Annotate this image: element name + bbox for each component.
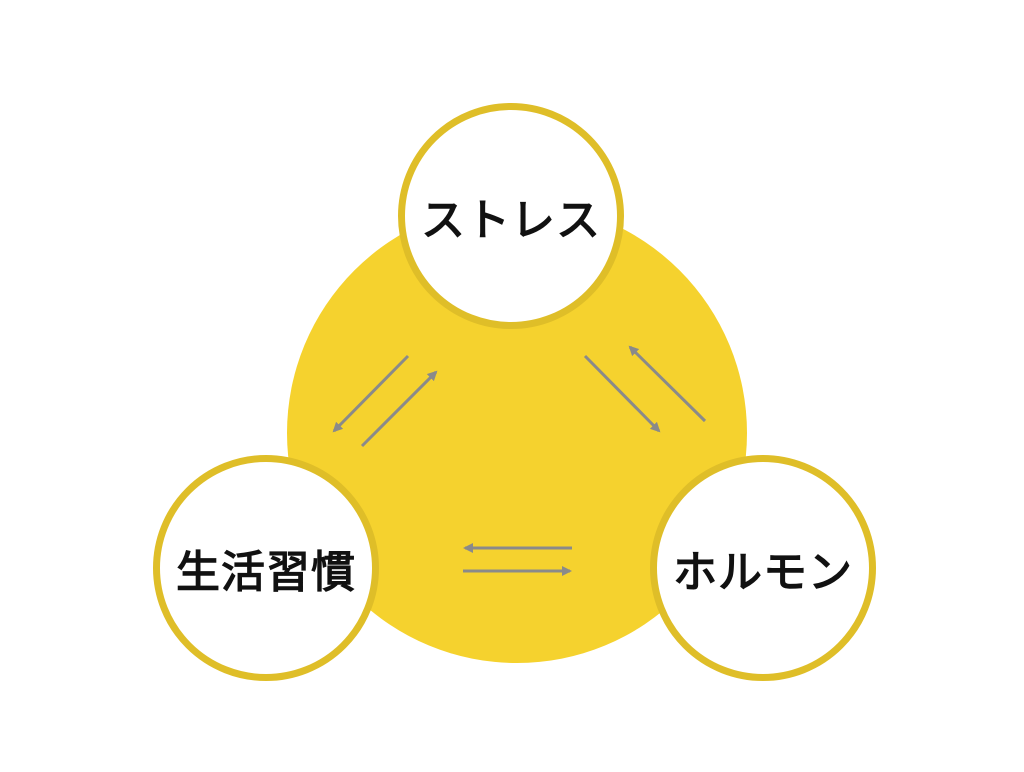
hormone-label: ホルモン <box>673 547 853 598</box>
arrow-stress-to-lifestyle <box>332 354 410 433</box>
lifestyle-label: 生活習慣 <box>176 547 356 598</box>
central-hub-circle <box>287 203 747 663</box>
lifestyle-node: 生活習慣 <box>153 455 379 681</box>
arrow-stress-to-hormone <box>583 354 661 433</box>
arrow-lifestyle-to-stress <box>360 370 438 448</box>
arrow-hormone-to-stress <box>628 345 707 423</box>
hormone-node: ホルモン <box>650 455 876 681</box>
stress-label: ストレス <box>421 195 601 246</box>
stress-node: ストレス <box>398 103 624 329</box>
